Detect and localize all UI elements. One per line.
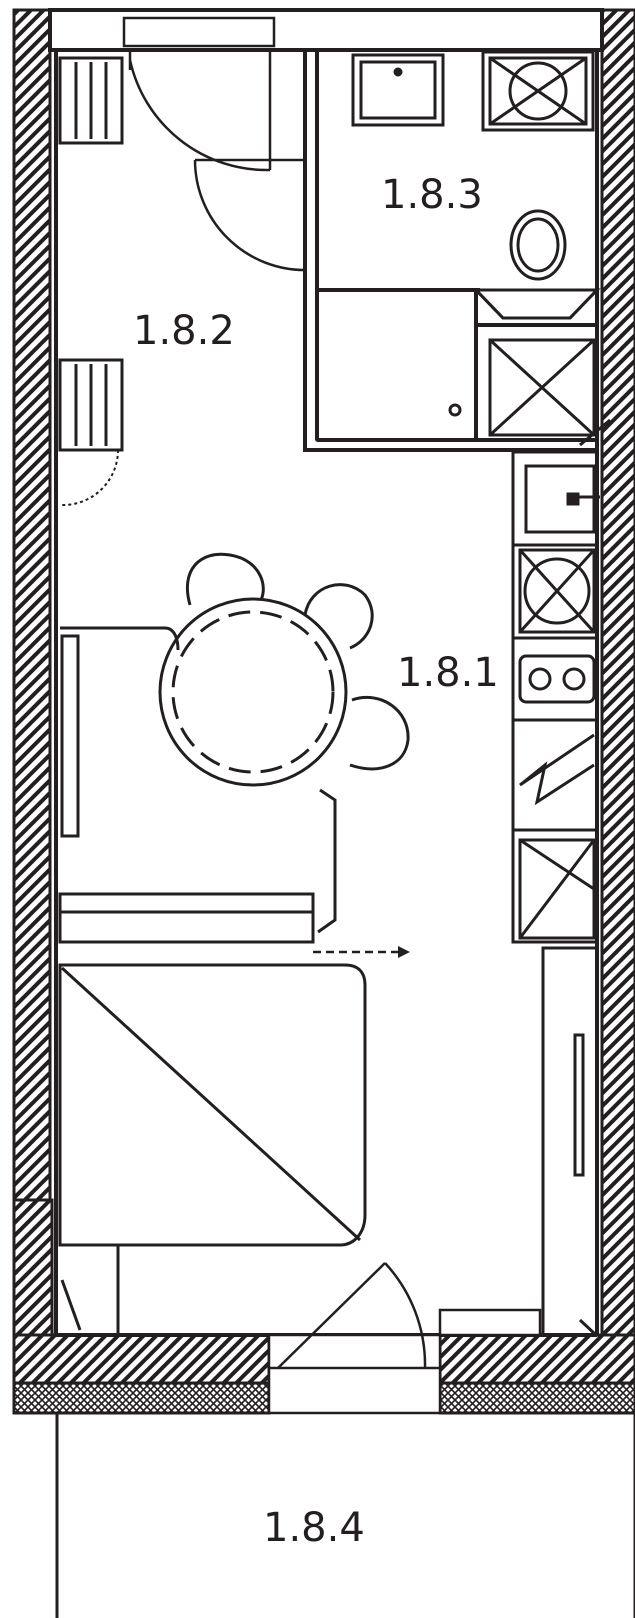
shaft [488,338,596,437]
lower-cabinet [60,1245,598,1337]
bottom-wall-right [438,1333,635,1385]
left-wall [12,8,52,1337]
dining-set [158,552,410,787]
right-wall [600,8,635,1337]
hall-small-door-swing [61,449,119,507]
balcony [55,1413,635,1618]
left-corner-insulation [12,1198,54,1337]
room-label-1-8-4: 1.8.4 [263,1505,365,1551]
sofa [58,626,337,944]
balcony-door [267,1262,542,1415]
bathroom-sink [351,53,445,127]
room-label-1-8-2: 1.8.2 [133,308,235,354]
kitchen-sink [524,464,600,534]
cooktop [518,654,596,704]
dishwasher [518,548,596,634]
shower-tray [315,288,478,442]
bottom-wall-left [12,1333,271,1385]
bottom-insulation-right [438,1381,635,1415]
door-arrow-sofa [313,946,410,958]
bed [58,963,367,1247]
wardrobe [541,946,599,1337]
entrance-door [122,16,276,172]
ventilation-arrow [579,418,611,447]
hall-radiator-top [58,56,124,145]
room-label-1-8-1: 1.8.1 [397,650,499,696]
room-label-1-8-3: 1.8.3 [381,172,483,218]
hall-radiator-bottom [58,358,124,452]
kitchen-counter [511,450,599,944]
bathroom-door [193,158,306,272]
fridge [518,733,596,940]
toilet [472,209,601,320]
washing-machine [481,50,595,132]
bottom-insulation-left [12,1381,271,1415]
